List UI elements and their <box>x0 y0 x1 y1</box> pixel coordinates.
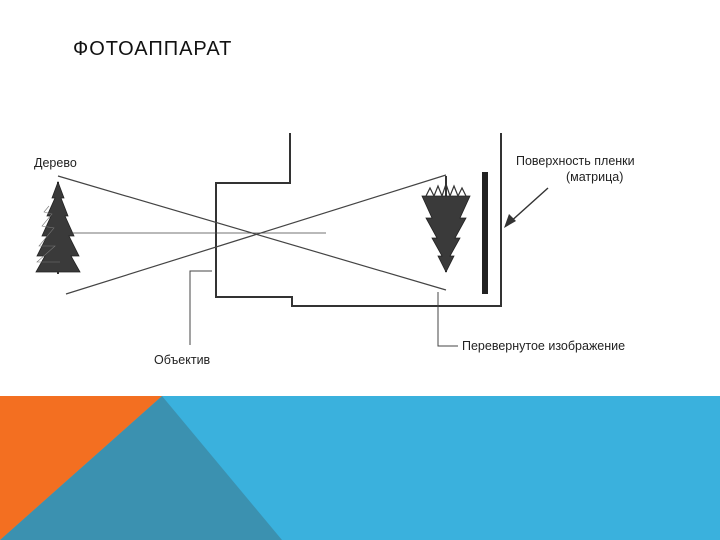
film-label-line2: (матрица) <box>566 170 623 184</box>
film-label-line1: Поверхность пленки <box>516 154 635 168</box>
lens-label: Объектив <box>154 353 211 367</box>
light-rays <box>57 174 447 295</box>
film-surface <box>482 172 488 294</box>
lens-pointer <box>189 270 212 345</box>
footer-decoration <box>0 396 720 540</box>
tree-icon <box>35 180 81 274</box>
tree-label: Дерево <box>34 156 77 170</box>
slide-title: ФОТОАППАРАТ <box>73 38 233 60</box>
inverted-image-label: Перевернутое изображение <box>462 339 625 353</box>
camera-obscura-diagram: Дерево Поверхность пленки (матрица) Объе… <box>34 133 635 367</box>
footer-teal-triangle <box>0 396 282 540</box>
footer-orange-triangle <box>0 396 162 540</box>
image-pointer <box>437 292 458 347</box>
camera-body <box>215 133 502 307</box>
film-arrow-icon <box>504 187 549 228</box>
inverted-tree-icon <box>421 176 471 273</box>
